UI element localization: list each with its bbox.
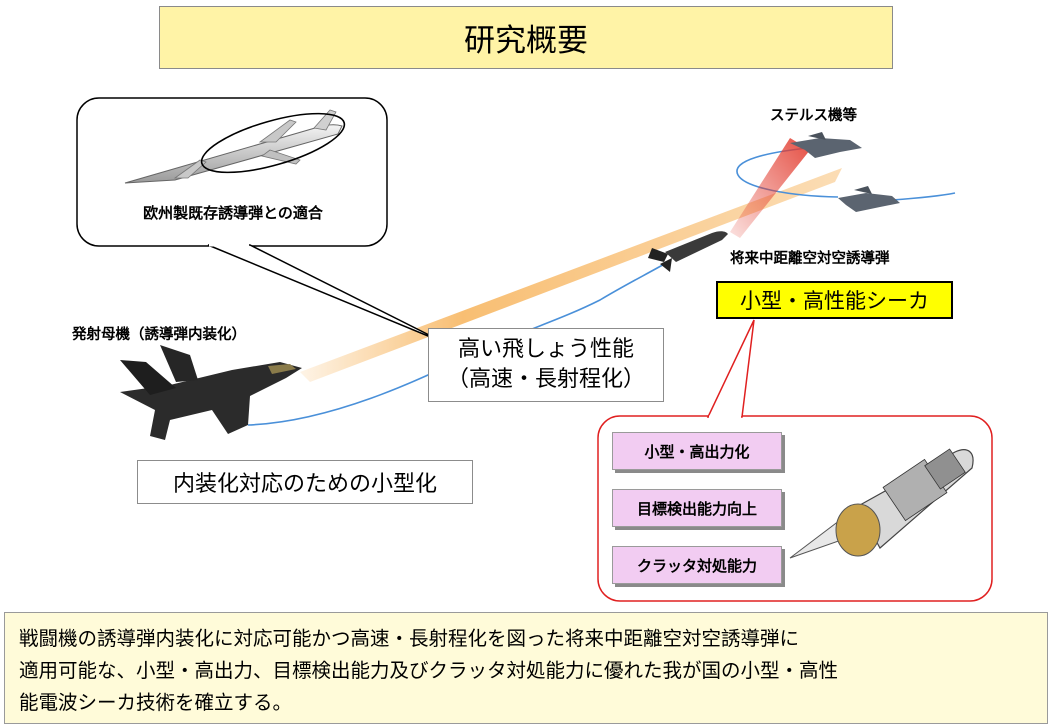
feature-box: 目標検出能力向上 [612,489,782,527]
performance-box: 高い飛しょう性能 （高速・長射程化） [428,328,664,402]
launch-aircraft-label: 発射母機（誘導弾内装化） [72,327,246,343]
summary-box: 戦闘機の誘導弾内装化に対応可能かつ高速・長射程化を図った将来中距離空対空誘導弾に… [4,612,1048,724]
seeker-cutaway-image [789,448,974,559]
summary-line-2: 適用可能な、小型・高出力、目標検出能力及びクラッタ対処能力に優れた我が国の小型・… [19,659,839,682]
future-missile-image [648,231,728,272]
summary-line-1: 戦闘機の誘導弾内装化に対応可能かつ高速・長射程化を図った将来中距離空対空誘導弾に [19,627,800,650]
internal-carriage-box: 内装化対応のための小型化 [137,460,473,504]
existing-missile-image [124,109,346,184]
performance-line-1: 高い飛しょう性能 [457,337,634,362]
seeker-box: 小型・高性能シーカ [716,281,953,319]
summary-line-3: 能電波シーカ技術を確立する。 [19,691,293,714]
feature-box: クラッタ対処能力 [612,546,782,584]
future-missile-label: 将来中距離空対空誘導弾 [730,251,890,267]
page-title: 研究概要 [159,6,893,69]
stealth-label: ステルス機等 [770,108,857,124]
launch-aircraft-image [120,345,302,440]
callout-label: 欧州製既存誘導弾との適合 [143,204,323,222]
feature-box: 小型・高出力化 [612,432,782,470]
trajectory-target-a [736,147,839,198]
radar-beam [730,138,810,238]
stealth-aircraft-a [790,132,862,158]
performance-line-2: （高速・長射程化） [446,367,645,392]
stealth-aircraft-b [838,186,900,212]
trajectory-target-b [891,192,956,201]
seeker-detail-pointer [706,319,755,418]
